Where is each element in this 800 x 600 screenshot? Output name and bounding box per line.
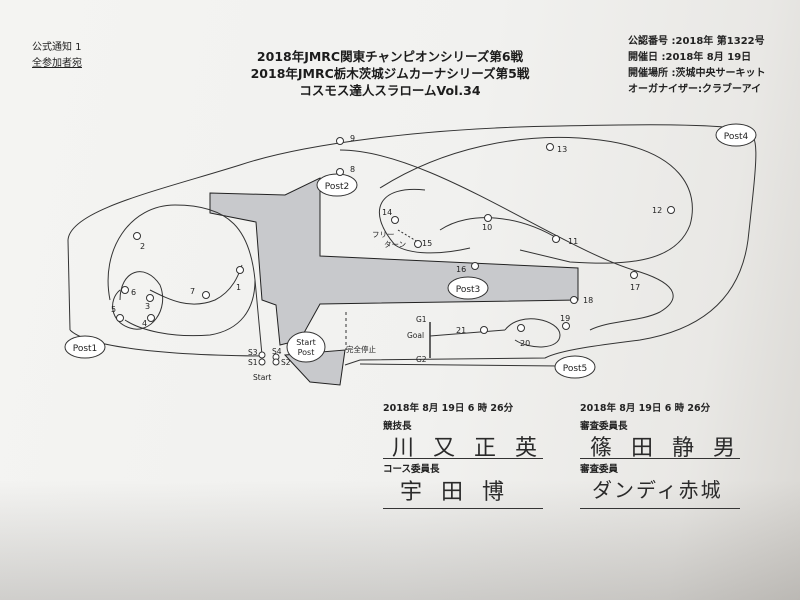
point-9-label: 9 bbox=[350, 134, 355, 143]
s4-label: S4 bbox=[272, 347, 282, 356]
point-16-label: 16 bbox=[456, 265, 466, 274]
point-4-label: 4 bbox=[142, 319, 147, 328]
clerk-signature-line bbox=[383, 458, 543, 459]
s2-label: S2 bbox=[281, 358, 291, 367]
point-12-label: 12 bbox=[652, 206, 662, 215]
event-date: 開催日 :2018年 8月 19日 bbox=[628, 52, 752, 63]
circuit-outline bbox=[67, 124, 757, 366]
post1-label: Post1 bbox=[73, 344, 98, 354]
notice-number: 公式通知 1 bbox=[32, 42, 82, 53]
steward-datetime: 2018年 8月 19日 6 時 26分 bbox=[580, 403, 711, 414]
event-title: 2018年JMRC関東チャンピオンシリーズ第6戦 2018年JMRC栃木茨城ジム… bbox=[200, 48, 580, 99]
free-label: フリー bbox=[372, 230, 395, 239]
point-5-label: 5 bbox=[111, 305, 116, 314]
point-21-label: 21 bbox=[456, 326, 466, 335]
full-stop-label: 完全停止 bbox=[346, 344, 376, 354]
clerk-signature: 川 又 正 英 bbox=[392, 436, 543, 461]
approval-number: 公認番号 :2018年 第1322号 bbox=[628, 36, 765, 47]
point-20-label: 20 bbox=[520, 339, 530, 348]
steward-signature-line bbox=[580, 458, 740, 459]
course-label: コース委員長 bbox=[383, 464, 440, 475]
title-line-2: 2018年JMRC栃木茨城ジムカーナシリーズ第5戦 bbox=[250, 66, 530, 81]
post2-label: Post2 bbox=[325, 182, 350, 192]
point-8-label: 8 bbox=[350, 165, 355, 174]
post4-label: Post4 bbox=[724, 132, 749, 142]
point-10-label: 10 bbox=[482, 223, 492, 232]
point-19-label: 19 bbox=[560, 314, 570, 323]
point-7-label: 7 bbox=[190, 287, 195, 296]
steward-signature: 篠 田 静 男 bbox=[590, 436, 741, 461]
s1-label: S1 bbox=[248, 358, 258, 367]
post3-marker bbox=[447, 276, 489, 300]
steward2-signature-line bbox=[580, 508, 740, 509]
point-3-label: 3 bbox=[145, 302, 150, 311]
clerk-label: 競技長 bbox=[383, 421, 412, 432]
steward2-signature: ダンディ赤城 bbox=[592, 478, 723, 502]
event-venue: 開催場所 :茨城中央サーキット bbox=[628, 68, 766, 79]
point-13-label: 13 bbox=[557, 145, 567, 154]
point-6-label: 6 bbox=[131, 288, 136, 297]
point-14-label: 14 bbox=[382, 208, 392, 217]
course-signature-line bbox=[383, 508, 543, 509]
post3-label: Post3 bbox=[456, 285, 481, 295]
start-label: Start bbox=[253, 373, 271, 382]
turn-label: ターン bbox=[384, 240, 406, 249]
start-post-marker bbox=[286, 331, 326, 363]
point-15-label: 15 bbox=[422, 239, 432, 248]
g1-label: G1 bbox=[416, 315, 427, 324]
title-line-3: コスモス達人スラロームVol.34 bbox=[299, 83, 481, 98]
notice-header: 公式通知 1 全参加者宛 bbox=[32, 40, 82, 72]
event-organizer: オーガナイザー:クラブーアイ bbox=[628, 84, 762, 95]
point-2-label: 2 bbox=[140, 242, 145, 251]
notice-recipients: 全参加者宛 bbox=[32, 58, 82, 69]
post5-label: Post5 bbox=[563, 364, 588, 374]
title-line-1: 2018年JMRC関東チャンピオンシリーズ第6戦 bbox=[256, 49, 524, 64]
start-post-label-1: Start bbox=[296, 338, 316, 347]
clerk-datetime: 2018年 8月 19日 6 時 26分 bbox=[383, 403, 514, 414]
event-info: 公認番号 :2018年 第1322号 開催日 :2018年 8月 19日 開催場… bbox=[628, 34, 765, 98]
post5-marker bbox=[554, 355, 596, 379]
steward-label: 審査委員長 bbox=[580, 421, 628, 432]
steward2-label: 審査委員 bbox=[580, 464, 619, 475]
goal-label: Goal bbox=[407, 331, 424, 340]
post4-marker bbox=[715, 123, 757, 147]
point-1-label: 1 bbox=[236, 283, 241, 292]
course-signature: 宇 田 博 bbox=[400, 480, 510, 505]
g2-label: G2 bbox=[416, 355, 427, 364]
point-17-label: 17 bbox=[630, 283, 640, 292]
start-post-label-2: Post bbox=[298, 348, 315, 357]
pylons bbox=[116, 137, 675, 366]
s3-label: S3 bbox=[248, 348, 258, 357]
point-18-label: 18 bbox=[583, 296, 593, 305]
post1-marker bbox=[64, 335, 106, 359]
point-11-label: 11 bbox=[568, 237, 578, 246]
